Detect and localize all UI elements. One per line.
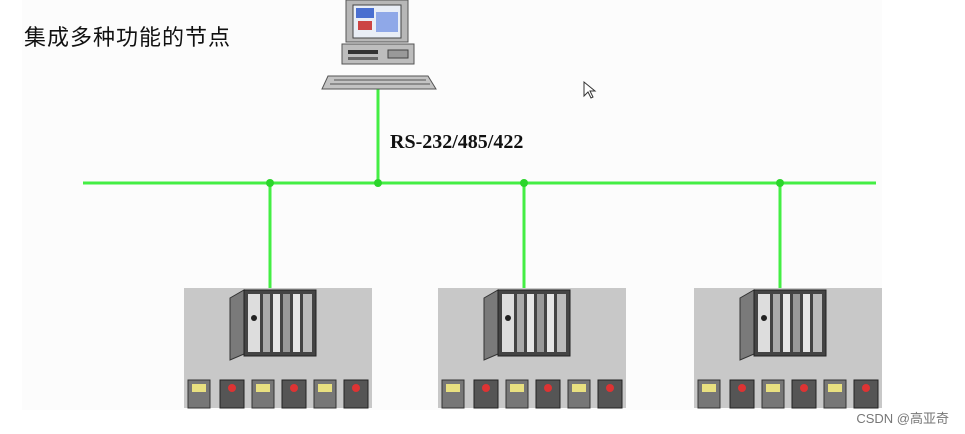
plc-rack-icon (739, 289, 827, 361)
junction-dot (520, 179, 528, 187)
node-panel-2 (438, 288, 626, 409)
diagram-title: 集成多种功能的节点 (24, 26, 232, 51)
junction-dot (374, 179, 382, 187)
junction-dot (776, 179, 784, 187)
bus-lines (83, 82, 876, 289)
junction-dot (266, 179, 274, 187)
bus-junctions (266, 179, 784, 187)
io-module-row (187, 379, 369, 409)
mouse-pointer-icon (583, 80, 597, 99)
watermark: CSDN @高亚奇 (856, 411, 949, 426)
plc-rack-icon (483, 289, 571, 361)
desktop-computer-icon (321, 0, 437, 90)
plc-rack-icon (229, 289, 317, 361)
io-module-row (697, 379, 879, 409)
node-panel-3 (694, 288, 882, 409)
io-module-row (441, 379, 623, 409)
node-panel-1 (184, 288, 372, 409)
bus-protocol-label: RS-232/485/422 (390, 131, 524, 153)
